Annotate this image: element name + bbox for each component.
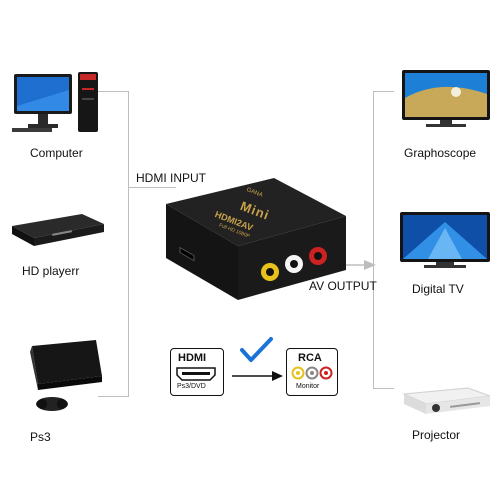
projector-icon xyxy=(402,387,491,414)
rca-legend-title: RCA xyxy=(298,352,322,364)
source-label-computer: Computer xyxy=(30,146,83,160)
hd-player-icon xyxy=(12,214,104,246)
hdmi-legend-sub: Ps3/DVD xyxy=(177,383,206,390)
rca-jacks xyxy=(261,247,327,281)
output-label-digital-tv: Digital TV xyxy=(412,282,464,296)
av-output-label: AV OUTPUT xyxy=(309,279,377,293)
source-label-ps3: Ps3 xyxy=(30,430,51,444)
computer-icon xyxy=(12,72,98,132)
output-label-graphoscope: Graphoscope xyxy=(404,146,477,160)
rca-connector-icon xyxy=(291,366,333,380)
ps3-console-icon xyxy=(30,340,102,411)
check-icon xyxy=(240,337,273,362)
right-bracket xyxy=(373,91,394,389)
hdmi-legend-title: HDMI xyxy=(178,352,207,364)
rca-legend-sub: Monitor xyxy=(296,383,320,390)
hdmi-input-label: HDMI INPUT xyxy=(136,171,206,185)
input-connector-line xyxy=(128,187,176,188)
tv-icon xyxy=(402,70,490,127)
hdmi-port-icon xyxy=(176,367,216,381)
hdmi2av-converter xyxy=(166,178,346,300)
legend-arrow xyxy=(232,371,283,381)
source-label-hd-player: HD playerr xyxy=(22,264,80,278)
left-bracket xyxy=(98,91,129,397)
digital-tv-icon xyxy=(400,212,490,268)
output-label-projector: Projector xyxy=(412,428,461,442)
